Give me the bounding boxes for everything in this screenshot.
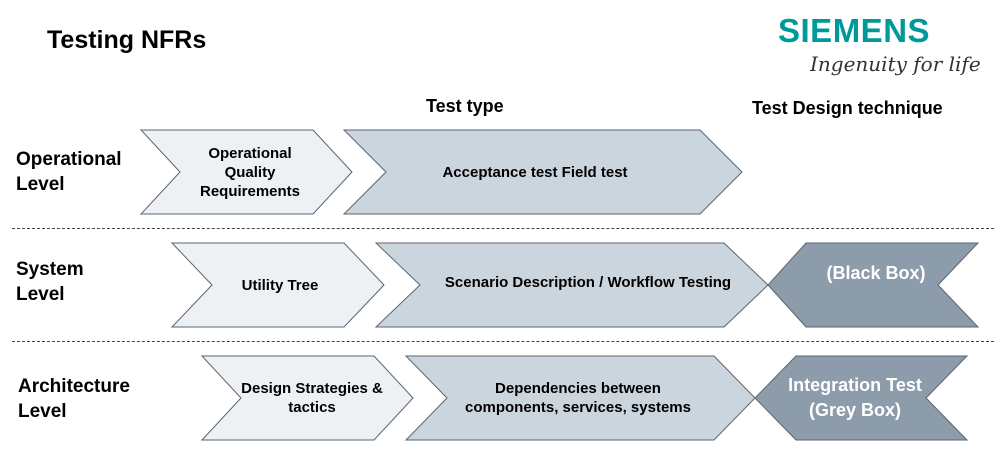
row2-test-chevron [374,242,769,328]
row3-technique-text: Integration Test (Grey Box) [788,375,922,420]
row2-quality-chevron [170,242,385,328]
row-divider [12,228,994,229]
column-heading-test-type: Test type [426,96,504,116]
row2-technique-chevron [767,242,980,328]
page-title: Testing NFRs [47,26,207,54]
row1-test-chevron [342,129,743,215]
row3-test-text: Dependencies between components, service… [465,380,691,416]
row-label-system: System Level [16,259,84,305]
row1-quality-chevron [139,129,353,215]
logo-tagline: Ingenuity for life [810,52,981,76]
siemens-logo: SIEMENS [778,12,931,49]
row3-technique-chevron [754,355,969,441]
row-divider [12,341,994,342]
row-label-operational: Operational Level [16,149,122,195]
row3-quality-chevron [200,355,414,441]
row1-test-text: Acceptance test Field test [442,163,628,181]
row2-test-text: Scenario Description / Workflow Testing [444,273,732,291]
column-heading-technique: Test Design technique [752,98,943,118]
row1-quality-text: Operational Quality Requirements [199,144,301,200]
row-label-architecture: Architecture Level [18,376,130,422]
row3-test-chevron [404,355,756,441]
row2-technique-text: (Black Box) [826,262,926,283]
row2-quality-text: Utility Tree [241,276,319,294]
row3-quality-text: Design Strategies & tactics [241,380,383,416]
